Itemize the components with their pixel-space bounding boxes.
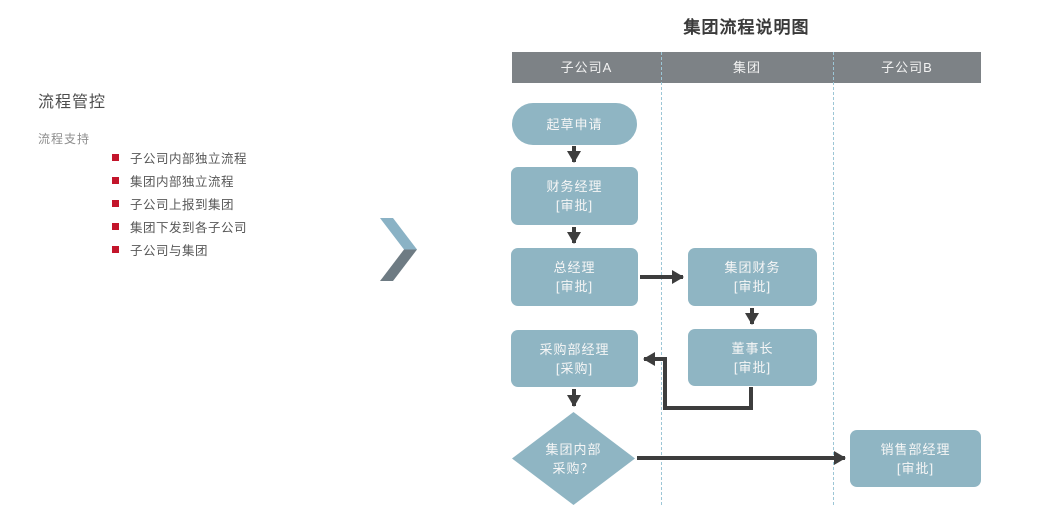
node-label: 销售部经理 (880, 441, 951, 457)
list-item-label: 子公司上报到集团 (130, 198, 235, 212)
node-label: 财务经理 (546, 179, 603, 194)
chevron-right-icon (380, 218, 417, 281)
list-item: 集团下发到各子公司 (112, 215, 247, 238)
diagram-title: 集团流程说明图 (683, 18, 810, 37)
list-item: 集团内部独立流程 (112, 169, 247, 192)
flow-node-start: 起草申请 (512, 103, 637, 145)
node-sublabel: [审批] (555, 279, 594, 294)
lane-label-subsidiary-a: 子公司A (560, 60, 613, 75)
flow-node-sales-manager: 销售部经理 [审批] (850, 430, 981, 487)
node-sublabel: [审批] (896, 460, 935, 476)
list-item-label: 集团内部独立流程 (130, 175, 235, 189)
node-label: 集团内部 (545, 441, 602, 457)
bullet-square-icon (112, 154, 119, 161)
node-label: 起草申请 (546, 116, 603, 132)
list-item-label: 集团下发到各子公司 (130, 221, 248, 235)
node-sublabel: 采购？ (552, 460, 595, 476)
flow-node-group-finance: 集团财务 [审批] (688, 248, 817, 306)
bullet-square-icon (112, 200, 119, 207)
list-item-label: 子公司与集团 (130, 244, 209, 258)
flow-node-general-manager: 总经理 [审批] (511, 248, 638, 306)
lane-label-group: 集团 (732, 60, 761, 75)
list-item: 子公司与集团 (112, 238, 247, 261)
node-sublabel: [审批] (733, 359, 772, 375)
feature-list: 子公司内部独立流程 集团内部独立流程 子公司上报到集团 集团下发到各子公司 子公… (112, 146, 247, 261)
bullet-square-icon (112, 223, 119, 230)
node-sublabel: [采购] (555, 360, 594, 376)
lane-divider (661, 52, 662, 505)
lane-divider (833, 52, 834, 505)
node-label: 总经理 (553, 260, 596, 275)
flow-node-chairman: 董事长 [审批] (688, 329, 817, 386)
flow-node-finance-manager: 财务经理 [审批] (511, 167, 638, 225)
flow-node-purchasing-manager: 采购部经理 [采购] (511, 330, 638, 387)
lane-header-bar (512, 52, 981, 83)
list-item-label: 子公司内部独立流程 (130, 152, 248, 166)
flow-node-decision-internal-purchase: 集团内部 采购？ (512, 412, 635, 505)
node-sublabel: [审批] (733, 279, 772, 294)
left-subtitle: 流程支持 (38, 132, 91, 146)
bullet-square-icon (112, 246, 119, 253)
node-label: 集团财务 (724, 260, 781, 275)
page-title: 流程管控 (38, 94, 107, 111)
node-label: 采购部经理 (539, 341, 610, 357)
chevron-top-half (380, 218, 417, 250)
node-label: 董事长 (731, 340, 774, 356)
lane-label-subsidiary-b: 子公司B (881, 60, 933, 75)
node-sublabel: [审批] (555, 198, 594, 213)
bullet-square-icon (112, 177, 119, 184)
list-item: 子公司上报到集团 (112, 192, 247, 215)
chevron-bottom-half (380, 249, 417, 281)
list-item: 子公司内部独立流程 (112, 146, 247, 169)
